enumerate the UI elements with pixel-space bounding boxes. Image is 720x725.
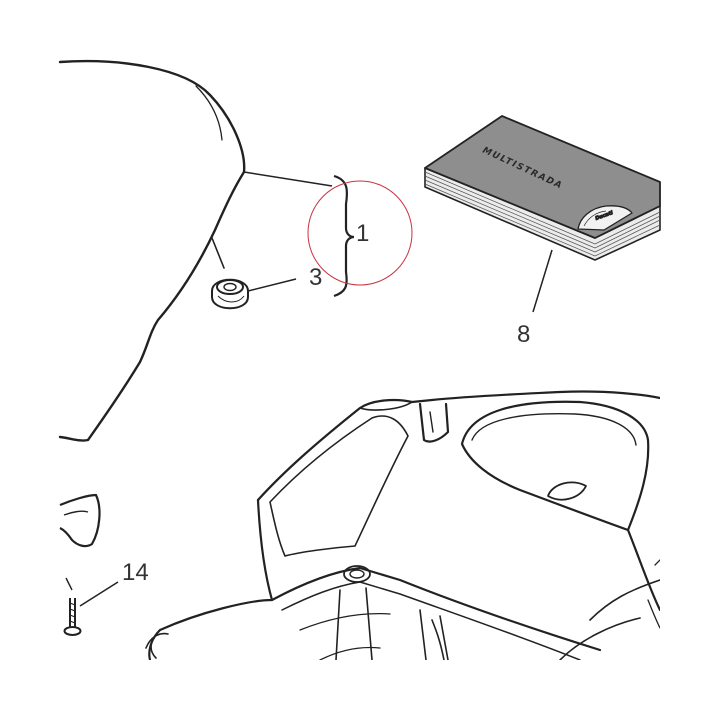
trim-clip-inner: [63, 510, 89, 516]
frame-slot: [547, 481, 587, 501]
seat-mount-pin: [211, 237, 225, 269]
callout-3: 3: [309, 264, 322, 291]
trim-clip-outline: [59, 493, 101, 548]
frame-tray-inner: [281, 581, 581, 660]
seat-leaders: [243, 171, 355, 298]
callout-bracket: [333, 174, 355, 298]
tail-frame-part: [145, 390, 660, 660]
callout-8: 8: [517, 321, 530, 348]
frame-center-tab: [418, 402, 450, 443]
frame-outer-edge: [256, 390, 660, 502]
screw-thread: [69, 602, 76, 624]
frame-rim: [359, 401, 413, 411]
frame-right-wall: [626, 528, 660, 612]
manual-page-lines: [424, 171, 661, 257]
leader-screw: [79, 581, 119, 607]
frame-right-cavity: [460, 400, 650, 532]
highlight-circle: [307, 180, 413, 286]
screw-guide: [65, 577, 73, 591]
grommet-hole: [223, 282, 237, 292]
frame-right-lower: [559, 579, 660, 660]
grommet-shade: [217, 295, 245, 303]
frame-mount-hole: [349, 569, 365, 579]
frame-inner-rib-2: [419, 609, 449, 660]
frame-left-inner: [269, 415, 409, 557]
grommet-part: [211, 278, 249, 310]
screw-head: [63, 626, 82, 636]
seat-inner-contour: [195, 85, 223, 141]
trim-clip-part: [59, 493, 101, 548]
frame-right-detail: [647, 559, 660, 629]
frame-tray-edge: [270, 566, 602, 652]
frame-left-wall: [148, 498, 274, 660]
callout-14: 14: [122, 559, 149, 586]
leader-seat-upper: [243, 171, 333, 187]
screw-part: [63, 577, 119, 636]
callout-1: 1: [356, 220, 369, 247]
frame-inner-rib-3: [299, 612, 391, 660]
ducati-shield-icon: [577, 205, 633, 231]
owners-manual-part: Ducati: [424, 115, 661, 313]
frame-center-tab-inner: [429, 411, 434, 433]
frame-mount-boss: [343, 565, 371, 583]
seat-outline: [58, 59, 246, 442]
seat-part: [58, 59, 246, 442]
screw-shank: [69, 598, 76, 627]
leader-manual: [532, 249, 553, 313]
ducati-shield-inner: [583, 210, 607, 227]
frame-left-foot: [145, 629, 169, 659]
leader-grommet: [247, 278, 297, 292]
frame-right-rim: [471, 413, 637, 446]
